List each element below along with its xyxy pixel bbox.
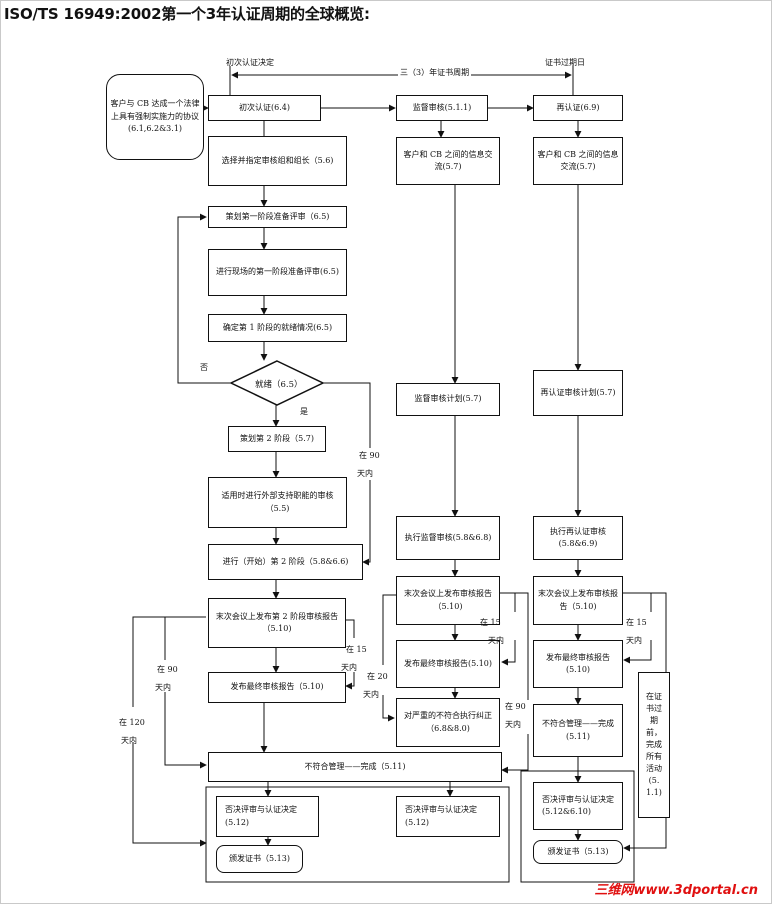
surveillance-box: 监督审核(5.1.1)	[396, 95, 488, 121]
days-90-a-2: 天内	[357, 469, 373, 478]
veto-3-box: 否决评审与认证决定(5.12&6.10)	[533, 782, 623, 830]
surv-plan-box: 监督审核计划(5.7)	[396, 383, 500, 416]
days-90-b-2: 天内	[155, 683, 171, 692]
days-20-2: 天内	[363, 690, 379, 699]
no-label: 否	[200, 363, 208, 372]
initial-decision-label: 初次认证决定	[226, 58, 274, 67]
agreement-box: 客户与 CB 达成一个法律上具有强制实施力的协议(6.1,6.2&3.1)	[106, 74, 204, 160]
final-report-2-box: 发布最终审核报告(5.10)	[396, 640, 500, 688]
days-90-c-2: 天内	[505, 720, 521, 729]
info-exchange-2-box: 客户和 CB 之间的信息交流(5.7)	[533, 137, 623, 185]
expiry-date-label: 证书过期日	[545, 58, 585, 67]
veto-2-box: 否决评审与认证决定(5.12)	[396, 796, 500, 837]
nc-mgmt-1-box: 不符合管理——完成（5.11)	[208, 752, 502, 782]
days-20: 在 20	[367, 672, 388, 681]
days-15-c: 在 15	[626, 618, 647, 627]
ready-decision-label: 就绪（6.5）	[255, 380, 303, 390]
confirm-stage1-box: 确定第 1 阶段的就绪情况(6.5)	[208, 314, 347, 342]
plan-stage2-box: 策划第 2 阶段（5.7)	[228, 426, 326, 452]
exec-surv-box: 执行监督审核(5.8&6.8)	[396, 516, 500, 560]
issue-cert-2-box: 颁发证书（5.13)	[533, 840, 623, 864]
external-support-box: 适用时进行外部支持职能的审核（5.5)	[208, 477, 347, 528]
days-90-c: 在 90	[505, 702, 526, 711]
start-stage2-box: 进行（开始）第 2 阶段（5.8&6.6)	[208, 544, 363, 580]
days-90-a: 在 90	[359, 451, 380, 460]
days-15-c-2: 天内	[626, 636, 642, 645]
recert-plan-box: 再认证审核计划(5.7)	[533, 370, 623, 416]
recert-box: 再认证(6.9)	[533, 95, 623, 121]
closing-recert-box: 末次会议上发布审核报告（5.10)	[533, 576, 623, 625]
final-report-1-box: 发布最终审核报告（5.10)	[208, 672, 346, 703]
issue-cert-1-box: 颁发证书（5.13)	[216, 845, 303, 873]
serious-nc-box: 对严重的不符合执行纠正（6.8&8.0)	[396, 698, 500, 747]
exec-recert-box: 执行再认证审核(5.8&6.9)	[533, 516, 623, 560]
days-15-b-2: 天内	[488, 636, 504, 645]
days-120: 在 120	[119, 718, 145, 727]
closing-stage2-box: 末次会议上发布第 2 阶段审核报告（5.10)	[208, 598, 346, 648]
veto-1-box: 否决评审与认证决定(5.12)	[216, 796, 319, 837]
onsite-stage1-box: 进行现场的第一阶段准备评审(6.5)	[208, 249, 347, 296]
closing-surv-box: 末次会议上发布审核报告（5.10)	[396, 576, 500, 625]
decision-diamond	[229, 360, 325, 406]
plan-stage1-box: 策划第一阶段准备评审（6.5)	[208, 206, 347, 228]
days-120-2: 天内	[121, 736, 137, 745]
select-team-box: 选择并指定审核组和组长（5.6)	[208, 136, 347, 186]
days-15-a: 在 15	[346, 645, 367, 654]
days-15-b: 在 15	[480, 618, 501, 627]
yes-label: 是	[300, 407, 308, 416]
three-year-cycle-label: 三（3）年证书周期	[398, 67, 472, 78]
days-15-a-2: 天内	[341, 663, 357, 672]
info-exchange-1-box: 客户和 CB 之间的信息交流(5.7)	[396, 137, 500, 185]
final-report-3-box: 发布最终审核报告(5.10)	[533, 640, 623, 688]
watermark: 三维网www.3dportal.cn	[594, 883, 758, 898]
days-90-b: 在 90	[157, 665, 178, 674]
cert-expire-box: 在证书过期前，完成所有活动(5.1.1)	[638, 672, 670, 818]
page-title: ISO/TS 16949:2002第一个3年认证周期的全球概览:	[4, 5, 370, 23]
initial-cert-box: 初次认证(6.4)	[208, 95, 321, 121]
cert-expire-text: 在证书过期前，完成所有活动(5.1.1)	[646, 692, 662, 797]
nc-mgmt-2-box: 不符合管理——完成(5.11)	[533, 704, 623, 757]
